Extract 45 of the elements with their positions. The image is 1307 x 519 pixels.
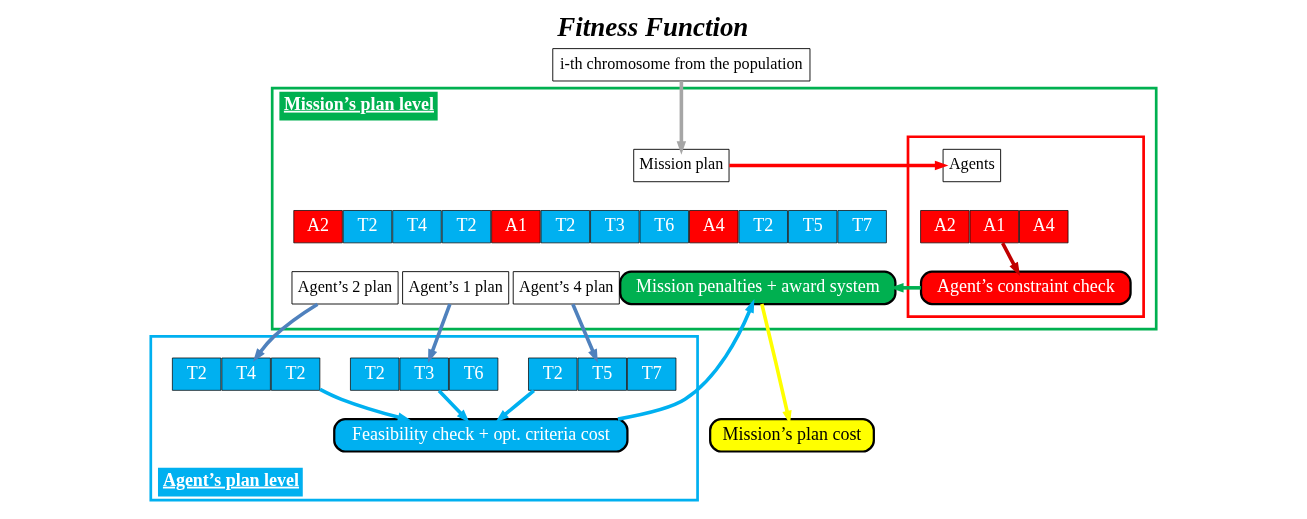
cluster	[906, 135, 1145, 318]
node-box: A4	[689, 210, 739, 244]
arrow	[676, 81, 687, 155]
node-box: Agent’s 4 plan	[512, 271, 620, 305]
node-box: T2	[350, 357, 400, 391]
node-box: Agent’s 1 plan	[402, 271, 510, 305]
node-box: Agents	[942, 148, 1002, 183]
node-box: T7	[837, 210, 887, 244]
node-box: Feasibility check + opt. criteria cost	[333, 418, 629, 453]
node-box: T2	[528, 357, 578, 391]
node-box: Agent’s 2 plan	[291, 271, 399, 305]
node-box: A2	[293, 210, 343, 244]
node-box: T6	[639, 210, 689, 244]
arrow	[495, 389, 536, 423]
arrow	[617, 299, 755, 421]
node-box: Mission plan	[633, 148, 730, 183]
node-box: A4	[1019, 210, 1069, 244]
node-box: A2	[920, 210, 970, 244]
node-box: T2	[342, 210, 393, 244]
arrow	[571, 303, 598, 363]
node-box: Agent’s constraint check	[919, 270, 1132, 306]
arrow	[1001, 242, 1021, 277]
node-box: T5	[788, 210, 838, 244]
arrow	[319, 387, 412, 422]
node-box: T3	[590, 210, 640, 244]
node-box: T2	[441, 210, 492, 244]
diagram-title: Fitness Function	[557, 12, 749, 43]
node-box: i-th chromosome from the population	[552, 48, 811, 82]
node-box: T2	[738, 210, 788, 244]
node-box: A1	[969, 210, 1019, 244]
node-box: Mission’s plan cost	[709, 418, 875, 453]
node-box: T7	[627, 357, 677, 391]
node-box: T2	[540, 210, 590, 244]
node-box: T3	[399, 357, 449, 391]
arrow	[729, 160, 949, 171]
node-box: T2	[270, 357, 321, 391]
arrow	[437, 389, 470, 423]
node-box: T6	[449, 357, 499, 391]
node-box: T5	[577, 357, 627, 391]
node-box: T4	[221, 357, 271, 391]
node-box: T4	[392, 210, 442, 244]
arrow	[428, 303, 452, 363]
node-box: T2	[172, 357, 222, 391]
node-box: A1	[491, 210, 541, 244]
node-box: Mission penalties + award system	[619, 270, 897, 306]
